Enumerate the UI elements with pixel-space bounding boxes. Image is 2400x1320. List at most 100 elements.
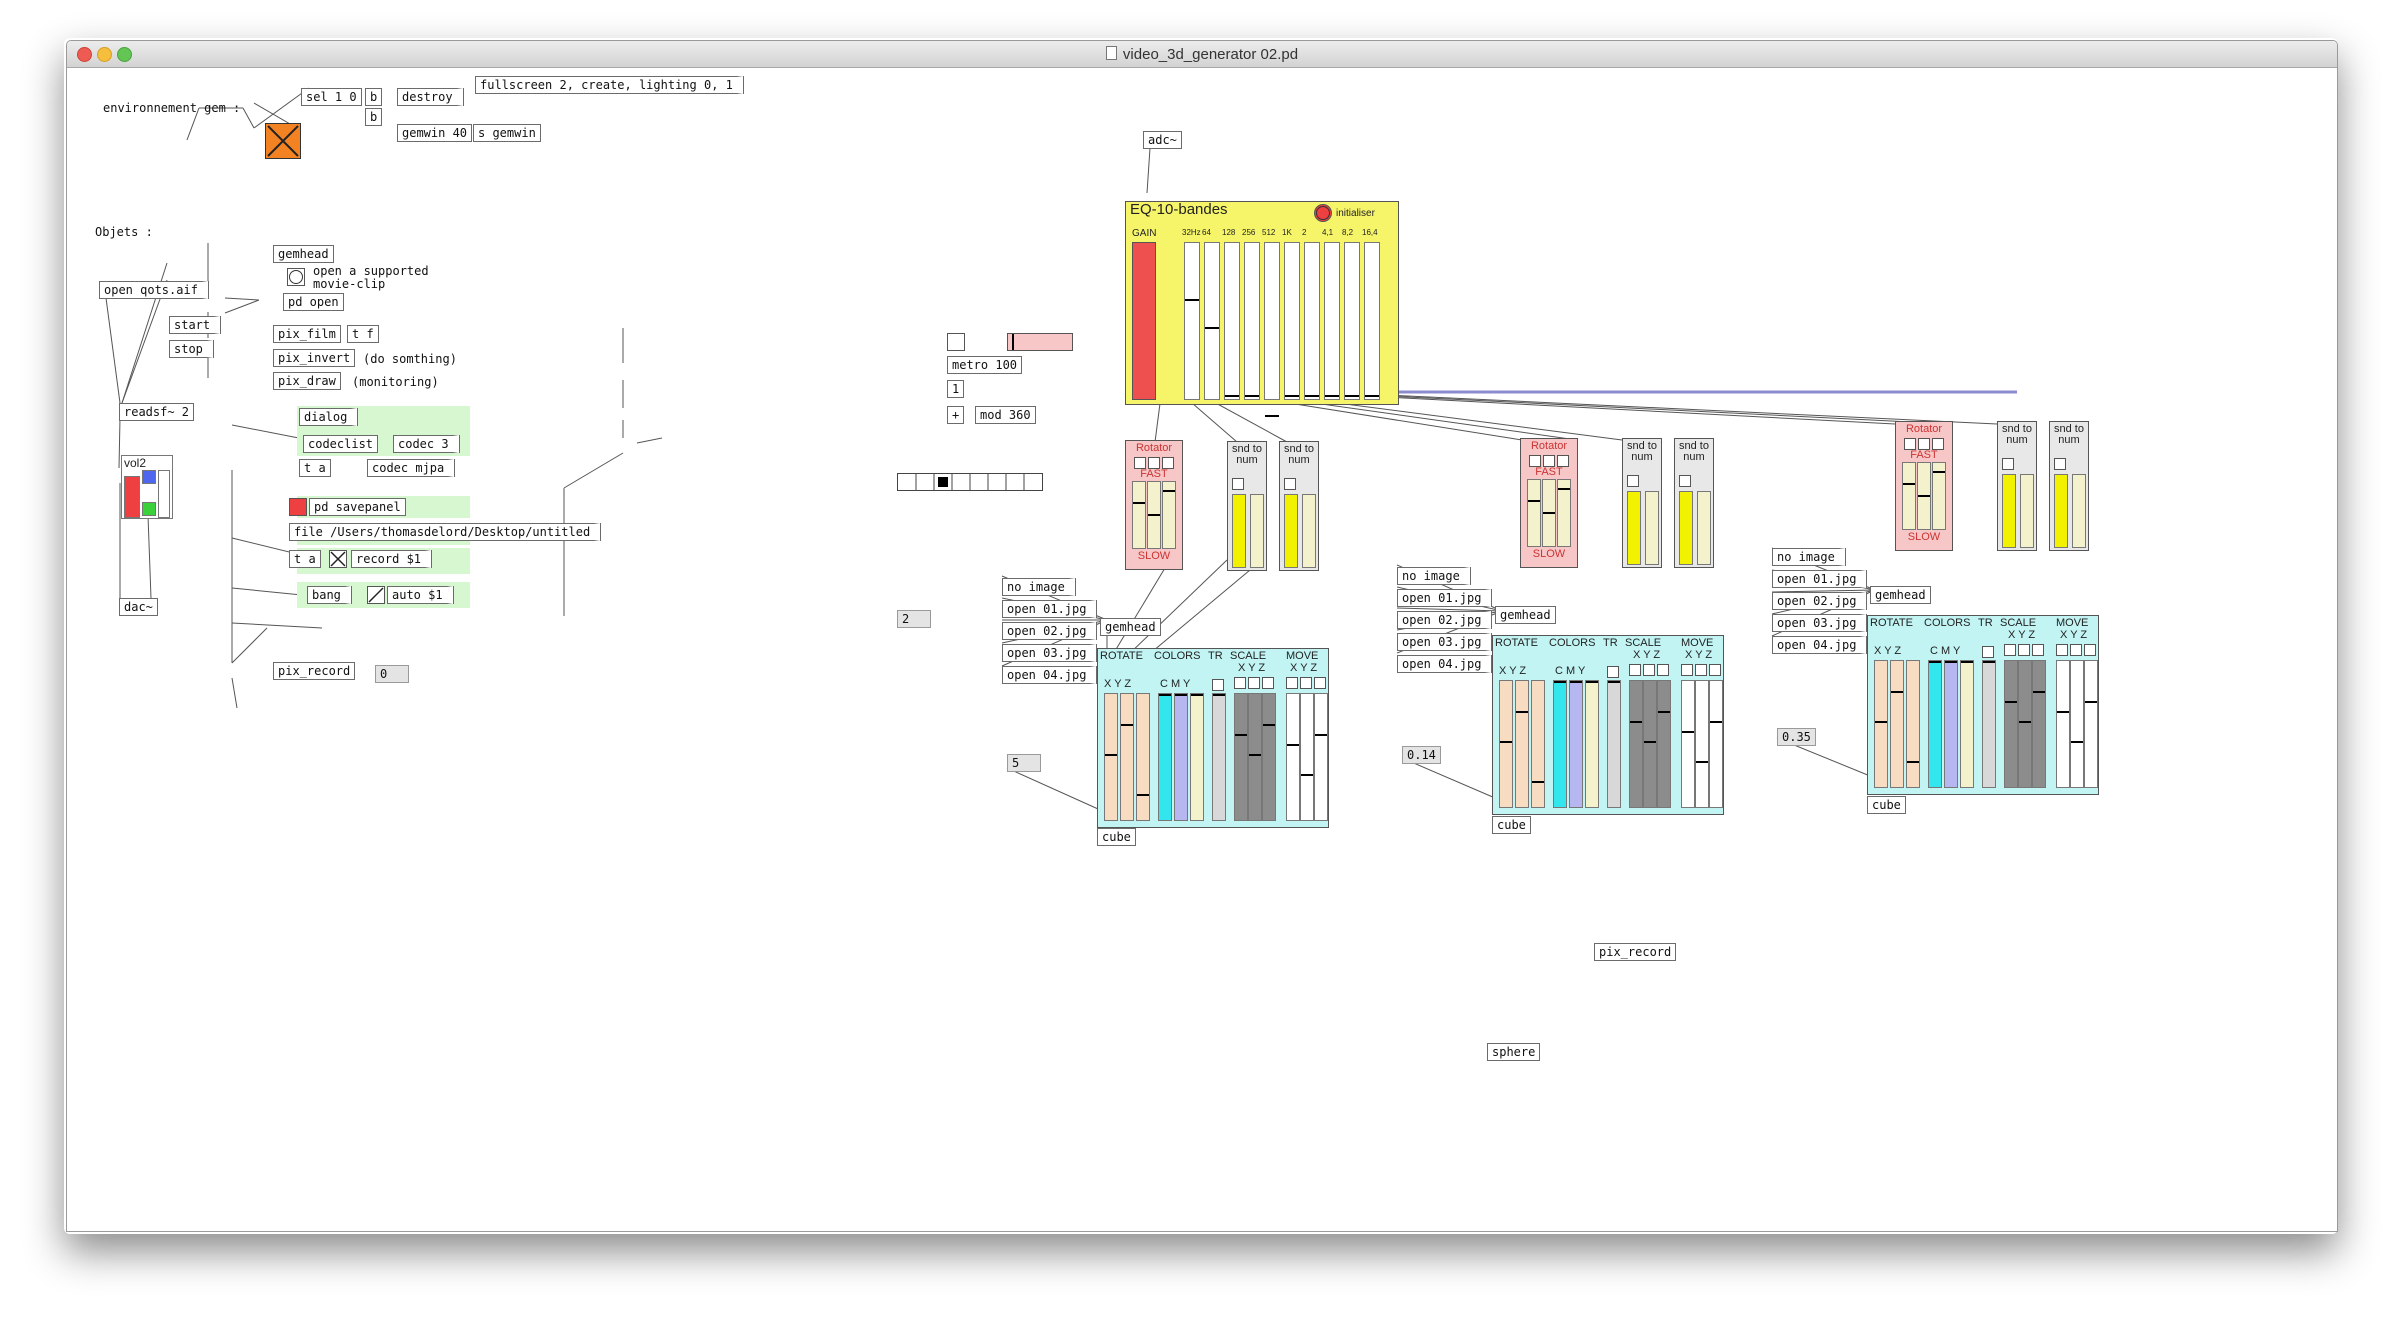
open-qots-message[interactable]: open qots.aif [99, 281, 208, 299]
metro-object[interactable]: metro 100 [947, 356, 1023, 374]
rotator-toggle[interactable] [1918, 438, 1930, 450]
snd-slider[interactable] [1232, 494, 1246, 568]
panel-slider[interactable] [1234, 693, 1248, 821]
stop-message[interactable]: stop [169, 340, 213, 358]
snd-slider[interactable] [1679, 491, 1693, 565]
eq-band-slider[interactable] [1344, 242, 1360, 400]
panel-toggle[interactable] [1695, 664, 1707, 676]
rotator-slider[interactable] [1132, 481, 1146, 549]
panel-slider[interactable] [1695, 680, 1709, 808]
panel-slider[interactable] [1982, 660, 1996, 788]
image-message[interactable]: open 01.jpg [1397, 589, 1492, 607]
pix-draw-object[interactable]: pix_draw [273, 372, 341, 390]
module-number[interactable]: 0.35 [1777, 728, 1816, 746]
rotator-toggle[interactable] [1134, 457, 1146, 469]
record-number[interactable]: 0 [375, 665, 409, 683]
rotator-toggle[interactable] [1932, 438, 1944, 450]
panel-toggle[interactable] [2084, 644, 2096, 656]
panel-toggle[interactable] [1300, 677, 1312, 689]
image-message[interactable]: open 02.jpg [1002, 622, 1097, 640]
image-message[interactable]: open 04.jpg [1772, 636, 1867, 654]
panel-toggle[interactable] [1709, 664, 1721, 676]
eq-band-slider[interactable] [1324, 242, 1340, 400]
rotator-slider[interactable] [1932, 462, 1946, 530]
panel-slider[interactable] [1629, 680, 1643, 808]
zoom-icon[interactable] [117, 47, 132, 62]
module-number[interactable]: 0.14 [1402, 746, 1441, 764]
panel-toggle[interactable] [1657, 664, 1669, 676]
eq-band-slider[interactable] [1304, 242, 1320, 400]
panel-toggle[interactable] [1234, 677, 1246, 689]
panel-slider[interactable] [2004, 660, 2018, 788]
panel-slider[interactable] [1286, 693, 1300, 821]
panel-toggle[interactable] [1212, 679, 1224, 691]
close-icon[interactable] [77, 47, 92, 62]
panel-slider[interactable] [1928, 660, 1942, 788]
panel-slider[interactable] [1174, 693, 1188, 821]
panel-toggle[interactable] [2018, 644, 2030, 656]
readsf-object[interactable]: readsf~ 2 [119, 403, 195, 421]
panel-slider[interactable] [1248, 693, 1262, 821]
vol-slider-green[interactable] [142, 502, 156, 516]
image-message[interactable]: no image [1397, 567, 1470, 585]
panel-slider[interactable] [1643, 680, 1657, 808]
rotator-toggle[interactable] [1529, 455, 1541, 467]
eq-band-slider[interactable] [1284, 242, 1300, 400]
codec-3-message[interactable]: codec 3 [393, 435, 459, 453]
eq-band-slider[interactable] [1244, 242, 1260, 400]
gemhead-object[interactable]: gemhead [1495, 606, 1556, 624]
panel-slider[interactable] [1681, 680, 1695, 808]
snd-toggle[interactable] [1284, 478, 1296, 490]
metro-hslider[interactable] [1007, 333, 1073, 351]
gem-toggle[interactable] [265, 123, 301, 159]
panel-toggle[interactable] [1681, 664, 1693, 676]
panel-toggle[interactable] [1607, 666, 1619, 678]
panel-slider[interactable] [2070, 660, 2084, 788]
destroy-message[interactable]: destroy [397, 88, 463, 106]
panel-slider[interactable] [1136, 693, 1150, 821]
snd-slider[interactable] [1284, 494, 1298, 568]
panel-slider[interactable] [1607, 680, 1621, 808]
one-object[interactable]: 1 [947, 380, 965, 398]
eq-band-slider[interactable] [1184, 242, 1200, 400]
panel-toggle[interactable] [1643, 664, 1655, 676]
dac-object[interactable]: dac~ [119, 598, 158, 616]
record-toggle[interactable] [329, 550, 347, 568]
file-message[interactable]: file /Users/thomasdelord/Desktop/untitle… [289, 523, 601, 541]
panel-slider[interactable] [2018, 660, 2032, 788]
create-message[interactable]: fullscreen 2, create, lighting 0, 1 [475, 76, 743, 94]
panel-toggle[interactable] [2032, 644, 2044, 656]
metro-toggle[interactable] [947, 333, 965, 351]
snd-slider-2[interactable] [2020, 474, 2034, 548]
rotator-slider[interactable] [1917, 462, 1931, 530]
panel-slider[interactable] [2084, 660, 2098, 788]
rotator-slider[interactable] [1557, 479, 1571, 547]
panel-slider[interactable] [1569, 680, 1583, 808]
s-gemwin-object[interactable]: s gemwin [473, 124, 541, 142]
snd-toggle[interactable] [2054, 458, 2066, 470]
panel-slider[interactable] [2032, 660, 2046, 788]
panel-slider[interactable] [1190, 693, 1204, 821]
title-bar[interactable]: video_3d_generator 02.pd [67, 41, 2337, 68]
module-number[interactable]: 5 [1007, 754, 1041, 772]
vol-slider-blue[interactable] [142, 470, 156, 484]
rotator-slider[interactable] [1162, 481, 1176, 549]
pix-film-object[interactable]: pix_film [273, 325, 341, 343]
image-message[interactable]: open 03.jpg [1397, 633, 1492, 651]
snd-slider[interactable] [2054, 474, 2068, 548]
panel-slider[interactable] [1585, 680, 1599, 808]
panel-toggle[interactable] [1314, 677, 1326, 689]
snd-slider-2[interactable] [1250, 494, 1264, 568]
gain-slider[interactable] [1132, 242, 1156, 400]
patch-canvas[interactable]: environnement gem : sel 1 0 b b destroy … [67, 68, 2337, 1231]
panel-slider[interactable] [1960, 660, 1974, 788]
metro-number[interactable]: 2 [897, 610, 931, 628]
b-object-1[interactable]: b [365, 88, 383, 106]
initialiser-bang[interactable] [1314, 204, 1332, 222]
pd-open-object[interactable]: pd open [283, 293, 344, 311]
cube-object[interactable]: cube [1097, 828, 1136, 846]
plus-object[interactable]: + [947, 406, 965, 424]
pix-record-loose[interactable]: pix_record [1594, 943, 1677, 961]
rotator-slider[interactable] [1542, 479, 1556, 547]
minimize-icon[interactable] [97, 47, 112, 62]
